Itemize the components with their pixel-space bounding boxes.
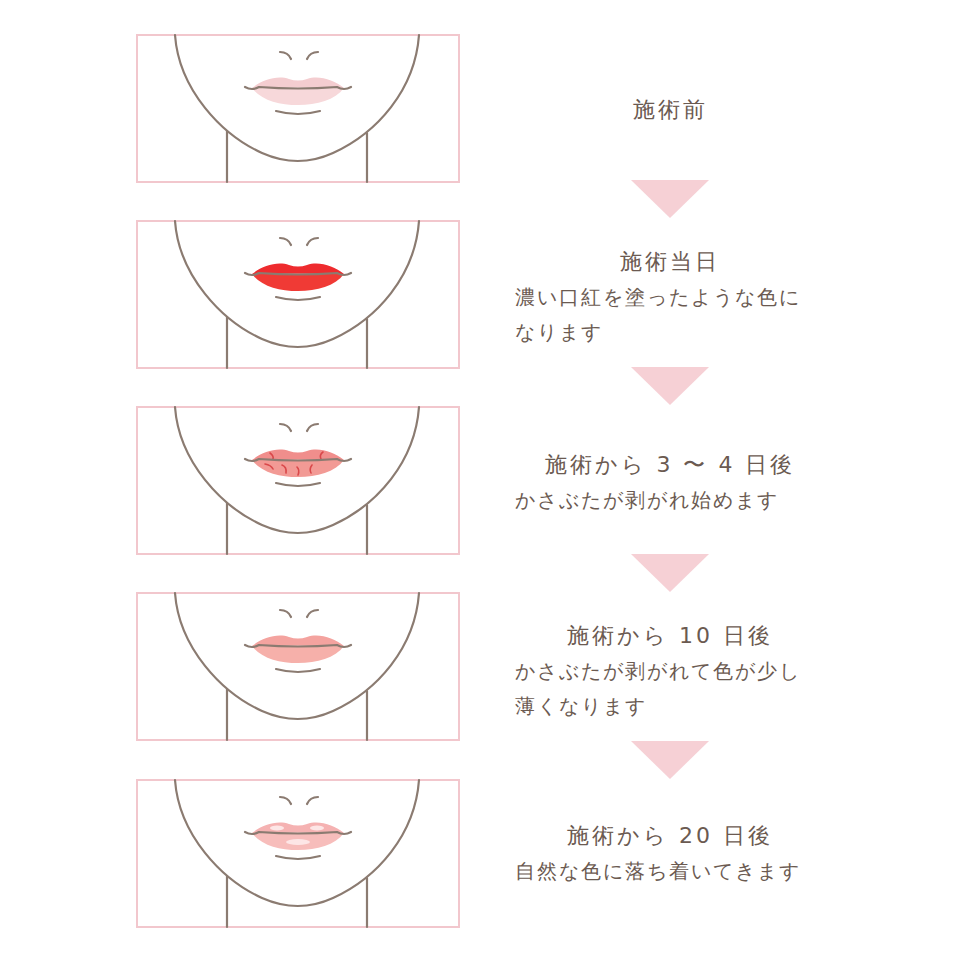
- panel-frame: [137, 780, 459, 927]
- mouth-line: [245, 645, 351, 647]
- mouth-line: [245, 273, 351, 275]
- mouth-line: [245, 87, 351, 89]
- step-text-box: 施術から 3 〜 4 日後かさぶたが剥がれ始めます: [515, 447, 825, 518]
- step-arrow: [631, 180, 709, 218]
- step-description: かさぶたが剥がれて色が少し 薄くなります: [515, 654, 825, 724]
- step-arrow: [631, 554, 709, 592]
- panel-same-day: [137, 221, 459, 368]
- panel-frame: [137, 407, 459, 554]
- step-heading: 施術から 10 日後: [515, 618, 825, 654]
- lips: [252, 646, 344, 664]
- panel-frame: [137, 35, 459, 182]
- lip-highlight: [310, 826, 324, 831]
- step-description: 濃い口紅を塗ったような色に なります: [515, 280, 825, 350]
- step-arrow: [631, 367, 709, 405]
- lips: [252, 833, 344, 851]
- step-text-box: 施術前: [515, 92, 825, 128]
- step-arrow: [631, 741, 709, 779]
- step-heading: 施術当日: [515, 244, 825, 280]
- lip-highlight: [270, 826, 284, 831]
- lip-highlight: [286, 839, 310, 845]
- panel-day-20: [137, 780, 459, 927]
- face: [175, 407, 419, 554]
- panel-before: [137, 35, 459, 182]
- mouth-line: [245, 832, 351, 834]
- step-description: かさぶたが剥がれ始めます: [515, 483, 825, 518]
- scab-marks: [265, 452, 323, 475]
- lips: [252, 460, 344, 478]
- panel-frame: [137, 221, 459, 368]
- face: [175, 780, 419, 927]
- step-heading: 施術から 20 日後: [515, 818, 825, 854]
- panel-day-10: [137, 593, 459, 740]
- mouth-line: [245, 459, 351, 461]
- panel-frame: [137, 593, 459, 740]
- step-text-box: 施術当日濃い口紅を塗ったような色に なります: [515, 244, 825, 350]
- step-text-box: 施術から 10 日後かさぶたが剥がれて色が少し 薄くなります: [515, 618, 825, 724]
- step-heading: 施術から 3 〜 4 日後: [515, 447, 825, 483]
- face: [175, 35, 419, 182]
- panel-day-3-4: [137, 407, 459, 554]
- face: [175, 593, 419, 740]
- lips: [252, 88, 344, 106]
- lips: [252, 274, 344, 292]
- step-heading: 施術前: [515, 92, 825, 128]
- step-text-box: 施術から 20 日後自然な色に落ち着いてきます: [515, 818, 825, 889]
- step-description: 自然な色に落ち着いてきます: [515, 854, 825, 889]
- face: [175, 221, 419, 368]
